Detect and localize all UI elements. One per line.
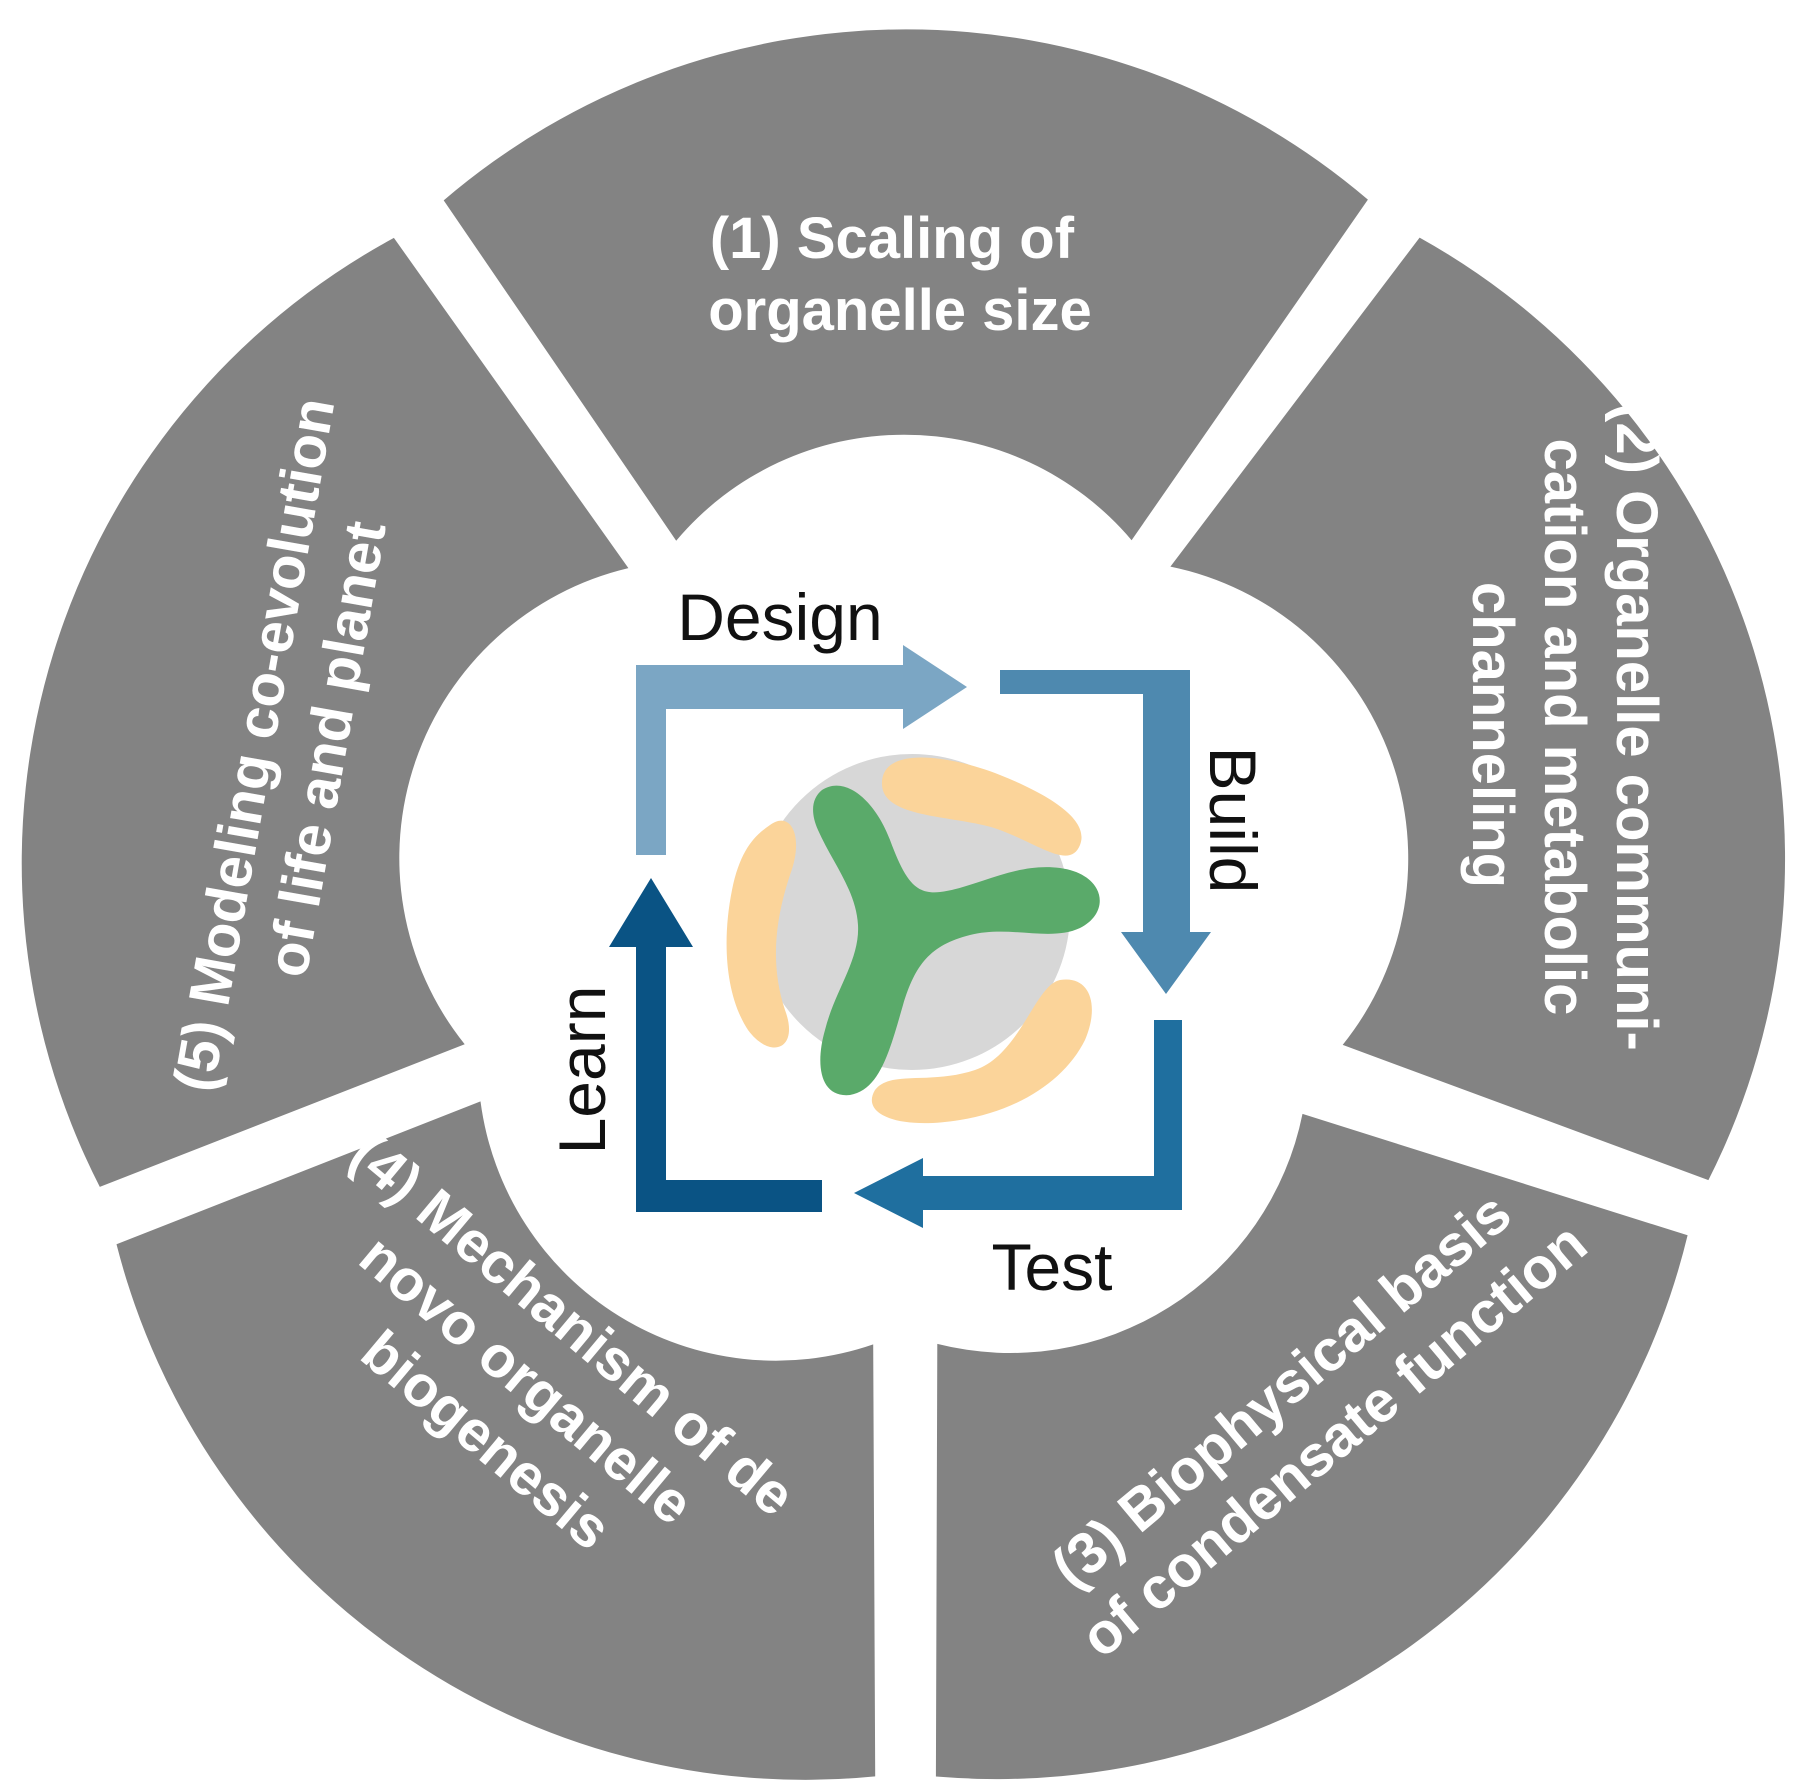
segment-2-label: (2) Organelle communi- cation and metabo… [1460,403,1669,1067]
test-label: Test [991,1230,1112,1304]
segment-co-evolution-life-planet [21,237,629,1187]
segment-scaling-organelle-size [443,29,1368,541]
test-arrow [854,1020,1182,1228]
outer-ring [21,29,1786,1780]
design-label: Design [677,580,882,654]
learn-arrow [609,878,822,1212]
organelle-green-branch [813,785,1100,1096]
build-label: Build [1196,747,1270,894]
segment-de-novo-biogenesis [116,1101,876,1780]
design-arrow [636,645,967,855]
organelle-illustration [726,750,1100,1124]
learn-label: Learn [545,986,619,1155]
organelle-lobe-left [726,820,797,1048]
build-arrow [1000,670,1211,994]
segment-organelle-communication [1170,237,1786,1181]
segment-biophysical-basis [935,1113,1688,1780]
organelle-lobe-bottom [871,979,1092,1124]
segment-1-label: (1) Scaling of organelle size [708,206,1092,343]
organelle-lobe-top [881,757,1082,856]
dbtl-cycle: Design Build Test Learn [545,580,1270,1304]
